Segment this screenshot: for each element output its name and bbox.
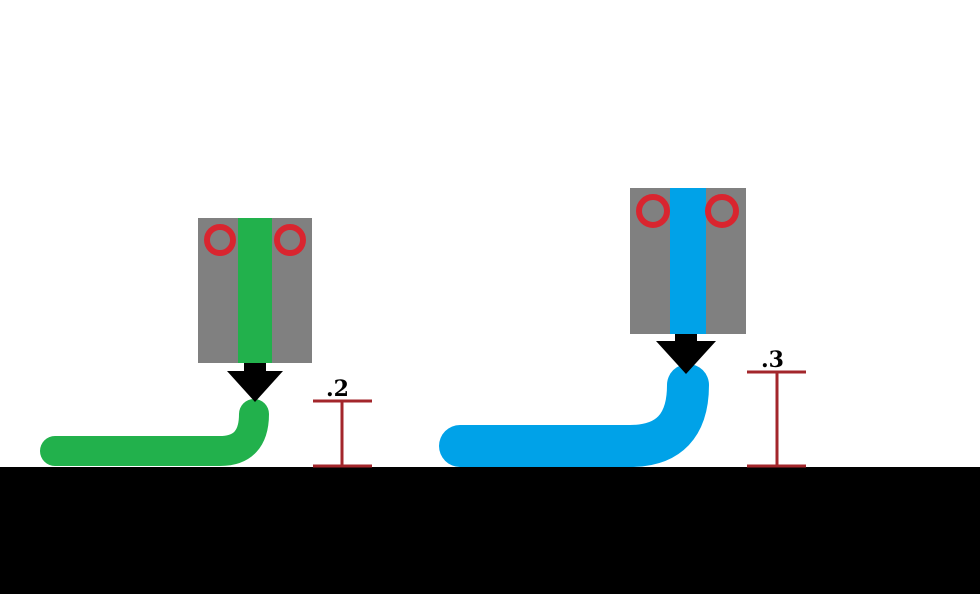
left-heater-ring-left — [204, 224, 236, 256]
left-filament-channel — [238, 218, 272, 363]
left-nozzle-tip-icon — [227, 363, 283, 402]
left-heater-ring-right — [274, 224, 306, 256]
right-extruded-filament — [439, 364, 709, 467]
print-bed — [0, 467, 980, 594]
left-panel: .2 — [40, 218, 372, 468]
right-panel: .3 — [439, 188, 806, 468]
left-layer-height-dimension — [313, 399, 372, 468]
right-heater-ring-left — [636, 194, 670, 228]
right-layer-height-dimension — [747, 370, 806, 468]
left-extruded-filament — [40, 399, 269, 466]
right-nozzle-tip-icon — [656, 334, 716, 374]
right-filament-channel — [670, 188, 706, 334]
right-heater-ring-right — [705, 194, 739, 228]
left-layer-height-label: .2 — [326, 376, 349, 402]
right-layer-height-label: .3 — [761, 347, 784, 373]
